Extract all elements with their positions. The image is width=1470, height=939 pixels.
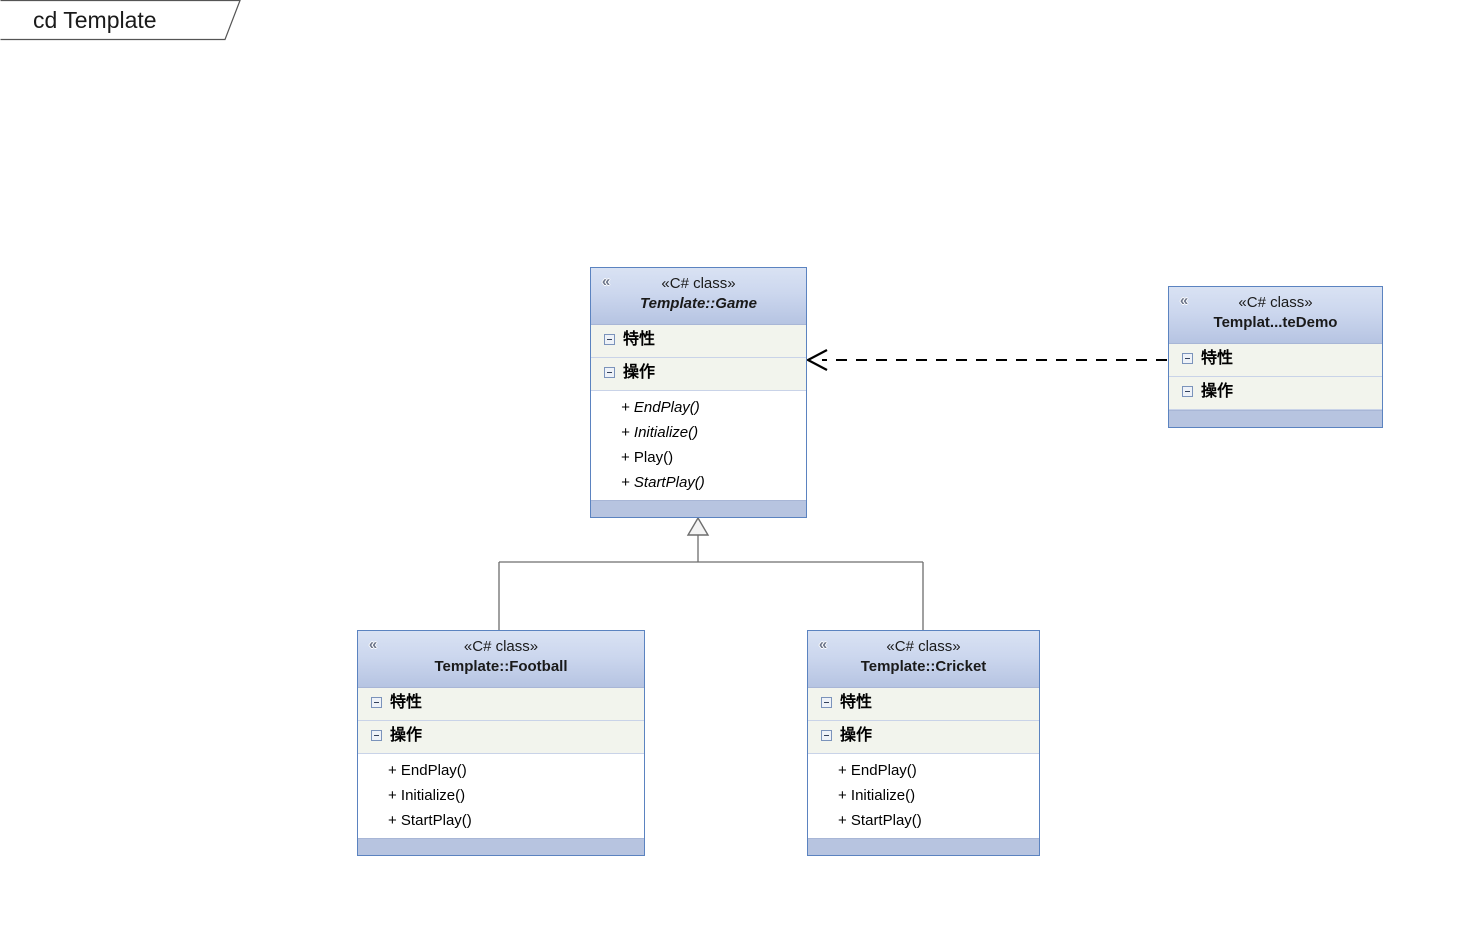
compartment-attributes[interactable]: 特性	[808, 688, 1039, 721]
class-name: Template::Cricket	[860, 658, 987, 675]
operation-item[interactable]: + Initialize()	[388, 787, 466, 804]
compartment-label-operations: 操作	[390, 727, 423, 744]
diagram-frame-tab: cd Template	[0, 0, 241, 44]
operation-item[interactable]: + EndPlay()	[621, 399, 700, 416]
class-stereotype: «C# class»	[661, 275, 736, 292]
operation-item[interactable]: + EndPlay()	[388, 762, 467, 779]
generalization-edges	[498, 516, 924, 631]
class-stereotype: «C# class»	[1238, 294, 1313, 311]
operation-item[interactable]: + Initialize()	[838, 787, 916, 804]
chevron-up-icon[interactable]: «	[1179, 292, 1189, 309]
compartment-label-operations: 操作	[1201, 383, 1234, 400]
minus-box-icon[interactable]	[604, 367, 615, 378]
class-name: Templat...teDemo	[1213, 314, 1338, 331]
operation-item[interactable]: + StartPlay()	[621, 474, 705, 491]
minus-box-icon[interactable]	[604, 334, 615, 345]
frame-tab-label: cd Template	[33, 7, 157, 33]
class-name: Template::Football	[434, 658, 568, 675]
compartment-label-attributes: 特性	[623, 331, 656, 348]
compartment-operations[interactable]: 操作	[358, 721, 644, 754]
compartment-attributes[interactable]: 特性	[591, 325, 806, 358]
compartment-operations[interactable]: 操作	[591, 358, 806, 391]
operation-item[interactable]: + StartPlay()	[838, 812, 922, 829]
operation-item[interactable]: + Initialize()	[621, 424, 699, 441]
minus-box-icon[interactable]	[371, 697, 382, 708]
compartment-label-operations: 操作	[623, 364, 656, 381]
minus-box-icon[interactable]	[1182, 386, 1193, 397]
minus-box-icon[interactable]	[1182, 353, 1193, 364]
compartment-operations[interactable]: 操作	[1169, 377, 1382, 410]
chevron-up-icon[interactable]: «	[368, 636, 378, 653]
class-footer-bar	[1169, 410, 1382, 427]
class-footer-bar	[591, 500, 806, 517]
minus-box-icon[interactable]	[371, 730, 382, 741]
dependency-arrowhead	[805, 349, 828, 371]
compartment-label-attributes: 特性	[1201, 350, 1234, 367]
class-box-game[interactable]: « «C# class» Template::Game 特性 操作 + EndP…	[590, 267, 807, 518]
compartment-label-attributes: 特性	[390, 694, 423, 711]
chevron-up-icon[interactable]: «	[601, 273, 611, 290]
generalization-arrowhead	[686, 516, 710, 536]
class-name: Template::Game	[640, 295, 757, 312]
class-box-demo[interactable]: « «C# class» Templat...teDemo 特性 操作	[1168, 286, 1383, 428]
compartment-attributes[interactable]: 特性	[358, 688, 644, 721]
class-box-football[interactable]: « «C# class» Template::Football 特性 操作 + …	[357, 630, 645, 856]
class-stereotype: «C# class»	[463, 638, 539, 655]
operation-item[interactable]: + StartPlay()	[388, 812, 472, 829]
class-header-demo: « «C# class» Templat...teDemo	[1169, 287, 1382, 344]
chevron-up-icon[interactable]: «	[818, 636, 828, 653]
class-footer-bar	[358, 838, 644, 855]
class-header-game: « «C# class» Template::Game	[591, 268, 806, 325]
operations-list: + EndPlay() + Initialize() + StartPlay()	[358, 754, 644, 838]
operation-item[interactable]: + EndPlay()	[838, 762, 917, 779]
compartment-label-operations: 操作	[840, 727, 873, 744]
class-header-football: « «C# class» Template::Football	[358, 631, 644, 688]
operations-list: + EndPlay() + Initialize() + StartPlay()	[808, 754, 1039, 838]
class-footer-bar	[808, 838, 1039, 855]
compartment-attributes[interactable]: 特性	[1169, 344, 1382, 377]
minus-box-icon[interactable]	[821, 730, 832, 741]
class-header-cricket: « «C# class» Template::Cricket	[808, 631, 1039, 688]
operations-list: + EndPlay() + Initialize() + Play() + St…	[591, 391, 806, 500]
dependency-edge	[805, 349, 1167, 371]
minus-box-icon[interactable]	[821, 697, 832, 708]
operation-item[interactable]: + Play()	[621, 449, 674, 466]
class-box-cricket[interactable]: « «C# class» Template::Cricket 特性 操作 + E…	[807, 630, 1040, 856]
class-stereotype: «C# class»	[886, 638, 961, 655]
compartment-label-attributes: 特性	[840, 694, 873, 711]
compartment-operations[interactable]: 操作	[808, 721, 1039, 754]
frame-tab-shape	[0, 0, 241, 41]
